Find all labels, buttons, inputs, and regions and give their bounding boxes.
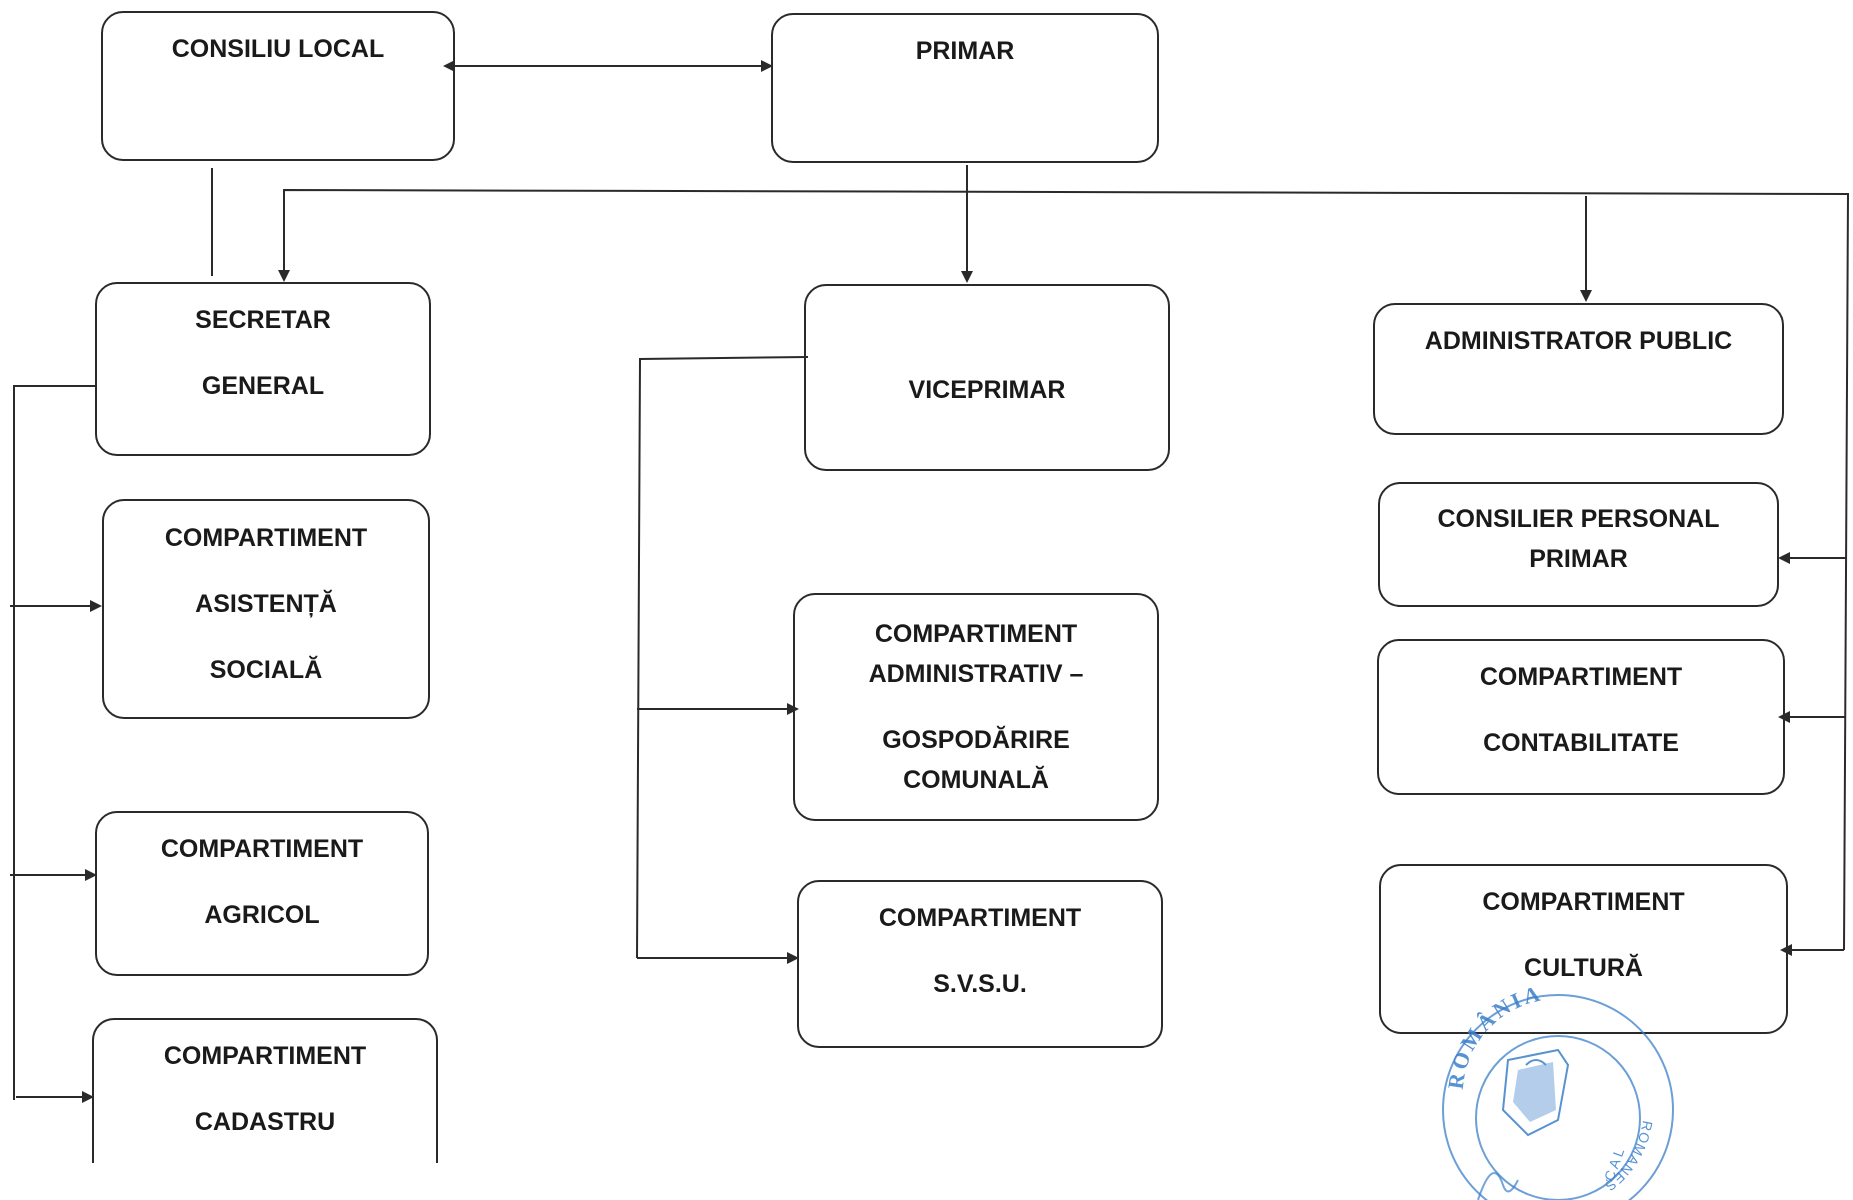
node-consilier-personal: CONSILIER PERSONAL PRIMAR <box>1378 482 1779 607</box>
node-viceprimar-line-1: VICEPRIMAR <box>908 376 1066 404</box>
node-comp-administrativ-line-1: COMPARTIMENT <box>874 620 1078 648</box>
node-comp-cadastru-line-2: CADASTRU <box>194 1108 336 1136</box>
node-comp-cultura-line-2: CULTURĂ <box>1524 954 1643 982</box>
node-comp-contabilitate: COMPARTIMENT CONTABILITATE <box>1377 639 1785 795</box>
edge-distribution-bar <box>278 188 1849 282</box>
node-comp-cadastru-line-1: COMPARTIMENT <box>163 1042 367 1070</box>
node-comp-administrativ: COMPARTIMENT ADMINISTRATIV – GOSPODĂRIRE… <box>793 593 1159 821</box>
node-comp-administrativ-line-2: ADMINISTRATIV – <box>868 660 1084 688</box>
node-comp-svsu-line-2: S.V.S.U. <box>933 970 1027 998</box>
node-secretar-general-line-1: SECRETAR <box>195 306 331 334</box>
edge-viceprimar-left-rail <box>636 356 809 959</box>
node-primar-line-1: PRIMAR <box>915 37 1015 65</box>
org-chart-diagram: CONSILIU LOCAL PRIMAR SECRETAR GENERAL V… <box>10 11 1849 1200</box>
stamp-outer-ring <box>1442 994 1674 1200</box>
node-consilier-personal-line-2: PRIMAR <box>1529 545 1628 573</box>
node-administrator-public-line-1: ADMINISTRATOR PUBLIC <box>1424 327 1733 355</box>
node-comp-agricol: COMPARTIMENT AGRICOL <box>95 811 429 976</box>
node-secretar-general: SECRETAR GENERAL <box>95 282 431 456</box>
node-comp-svsu: COMPARTIMENT S.V.S.U. <box>797 880 1163 1048</box>
node-comp-asistenta-sociala-line-1: COMPARTIMENT <box>164 524 368 552</box>
node-comp-agricol-line-2: AGRICOL <box>204 901 320 929</box>
node-comp-svsu-line-1: COMPARTIMENT <box>878 904 1082 932</box>
node-comp-cultura: COMPARTIMENT CULTURĂ <box>1379 864 1788 1034</box>
node-primar: PRIMAR <box>771 13 1159 163</box>
node-comp-asistenta-sociala-line-3: SOCIALĂ <box>209 656 323 684</box>
edge-secretar-left-rail <box>13 385 96 1100</box>
node-comp-agricol-line-1: COMPARTIMENT <box>160 835 364 863</box>
node-comp-contabilitate-line-1: COMPARTIMENT <box>1479 663 1683 691</box>
node-comp-cultura-line-1: COMPARTIMENT <box>1482 888 1685 916</box>
node-comp-contabilitate-line-2: CONTABILITATE <box>1483 729 1679 757</box>
edge-right-rail <box>1843 193 1849 951</box>
node-comp-administrativ-line-3: GOSPODĂRIRE <box>882 726 1070 754</box>
node-comp-asistenta-sociala-line-2: ASISTENȚĂ <box>195 590 337 618</box>
node-comp-cadastru: COMPARTIMENT CADASTRU <box>92 1018 438 1163</box>
node-comp-administrativ-line-4: COMUNALĂ <box>903 766 1049 794</box>
stamp-inner-ring <box>1475 1035 1641 1200</box>
node-consilier-personal-line-1: CONSILIER PERSONAL <box>1437 505 1720 533</box>
coat-of-arms-icon <box>1501 1048 1570 1137</box>
node-viceprimar: VICEPRIMAR <box>804 284 1170 471</box>
node-comp-asistenta-sociala: COMPARTIMENT ASISTENȚĂ SOCIALĂ <box>102 499 430 719</box>
node-consiliu-local-line-1: CONSILIU LOCAL <box>171 35 385 63</box>
official-stamp: ROMÂNIA ROMANEȘTI C A L <box>1408 970 1674 1200</box>
connector-layer <box>10 60 1849 1103</box>
node-secretar-general-line-2: GENERAL <box>201 372 325 400</box>
node-administrator-public: ADMINISTRATOR PUBLIC <box>1373 303 1784 435</box>
node-consiliu-local: CONSILIU LOCAL <box>101 11 455 161</box>
